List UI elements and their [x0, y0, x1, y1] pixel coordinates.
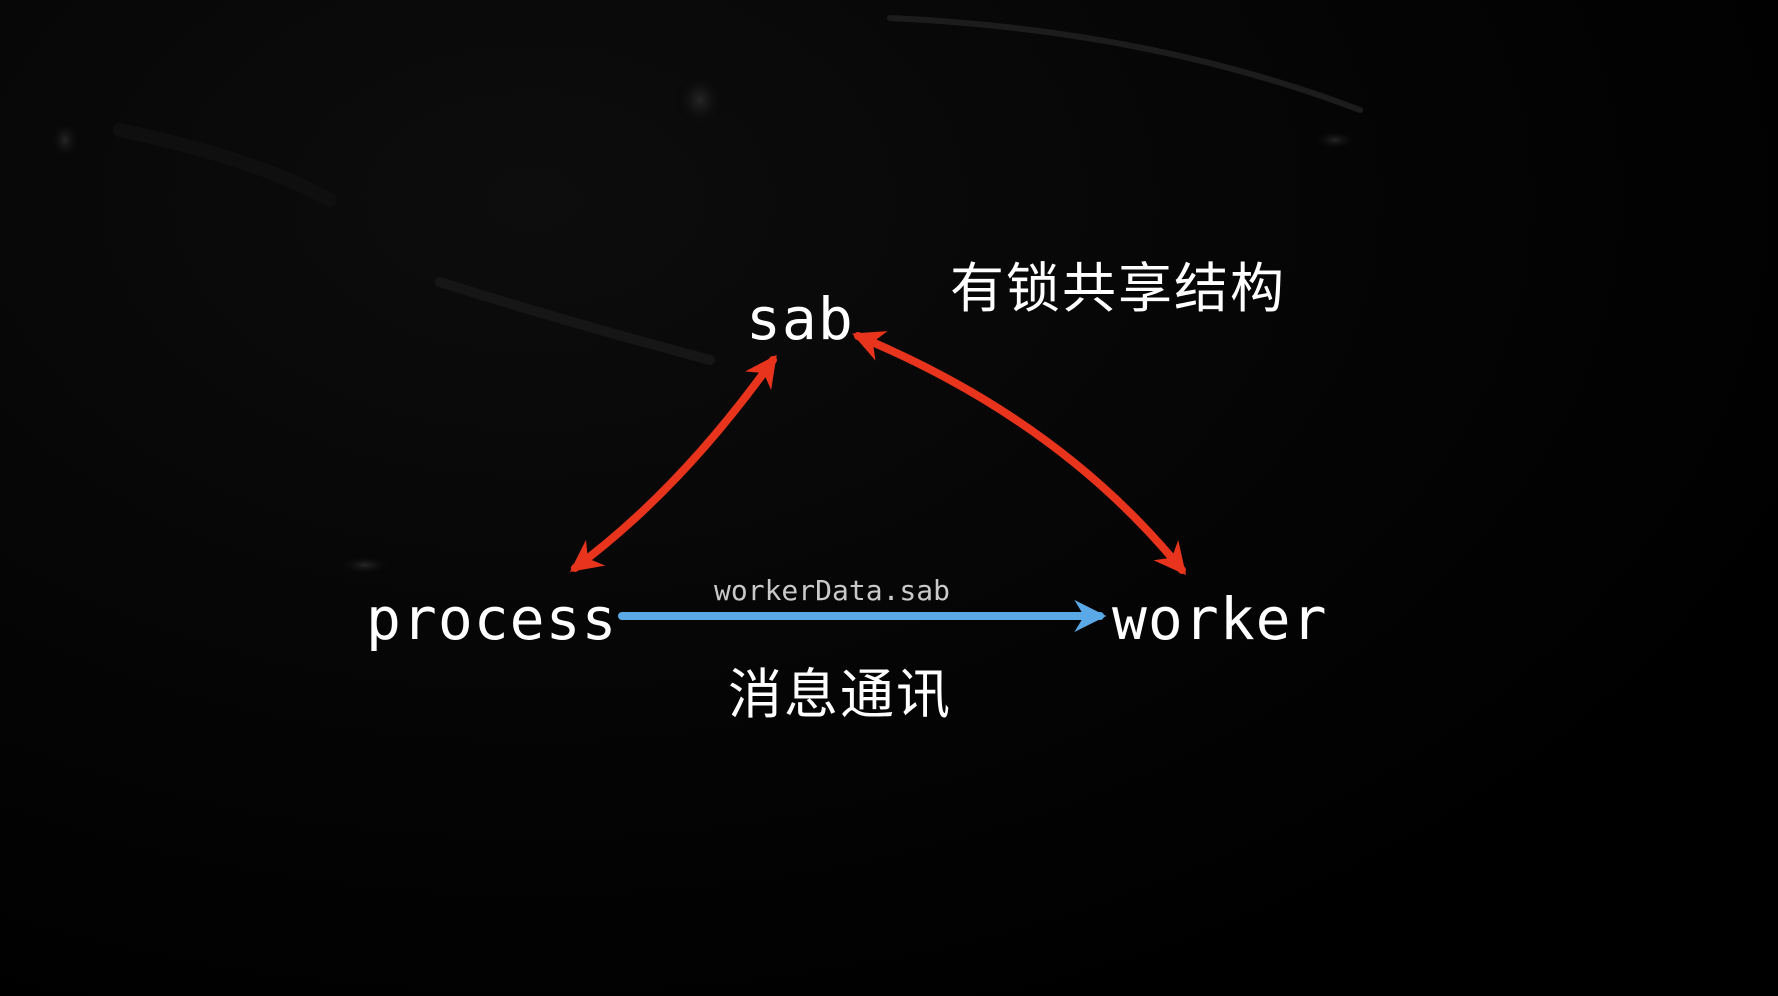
arrow-sab-worker: [852, 331, 1187, 575]
node-sab: sab: [746, 285, 854, 353]
bg-blob-1: [674, 70, 726, 130]
bg-streak-faint: [113, 123, 337, 207]
label-edge-code: workerData.sab: [714, 574, 951, 607]
label-message-communication: 消息通讯: [728, 663, 952, 726]
label-locked-shared-structure: 有锁共享结构: [950, 257, 1286, 320]
node-worker: worker: [1112, 585, 1328, 653]
bg-streak-top: [887, 15, 1363, 113]
node-process: process: [366, 585, 618, 653]
bg-streak-left: [435, 277, 715, 365]
arrow-sab-process: [569, 354, 777, 572]
bg-blob-2: [1313, 130, 1357, 150]
bg-blob-4: [49, 120, 81, 160]
bg-blob-3: [337, 555, 393, 575]
